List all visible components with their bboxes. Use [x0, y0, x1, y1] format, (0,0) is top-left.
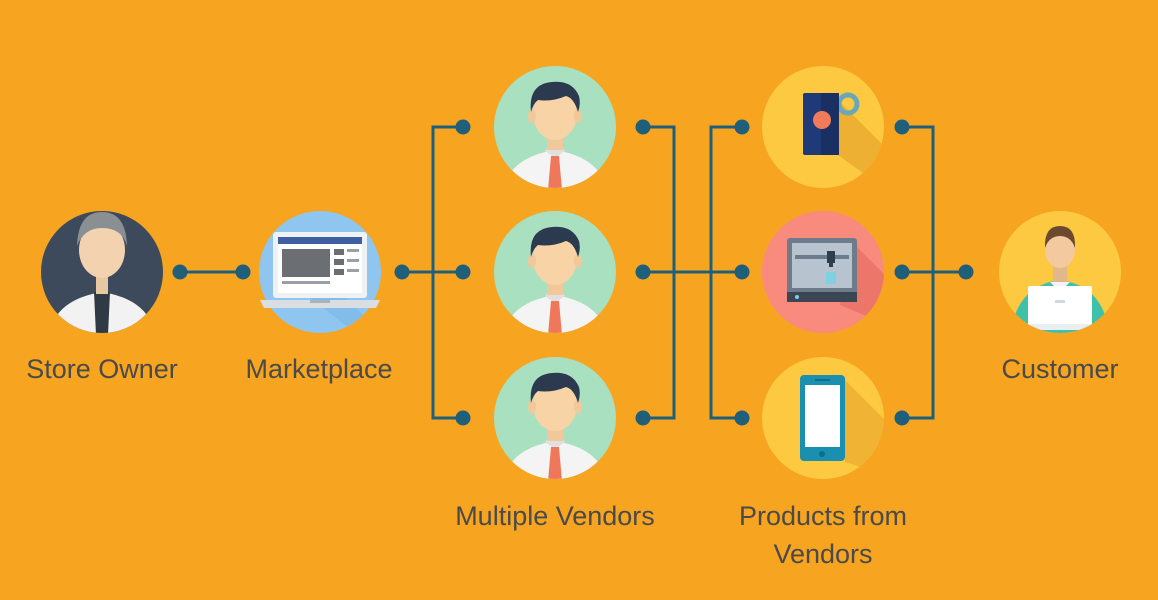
connector-dot — [455, 119, 471, 135]
label-store-owner: Store Owner — [26, 354, 178, 384]
connector-dot — [894, 119, 910, 135]
vendor-avatar-icon — [494, 66, 616, 188]
connector-product-bracket-left — [709, 125, 742, 420]
connector-dot — [455, 410, 471, 426]
connector-dots — [172, 119, 974, 426]
connector-dot — [394, 264, 410, 280]
connector-dot — [958, 264, 974, 280]
smartphone-icon — [762, 357, 884, 479]
connector-dot — [172, 264, 188, 280]
store-owner-avatar-icon — [41, 211, 163, 333]
label-customer: Customer — [1001, 354, 1119, 384]
connector-dot — [235, 264, 251, 280]
connector-dot — [635, 264, 651, 280]
mug-icon — [762, 66, 884, 188]
label-marketplace: Marketplace — [245, 354, 393, 384]
connector-dot — [635, 410, 651, 426]
label-products-line-1: Products from — [738, 501, 908, 531]
3d-printer-icon — [762, 211, 884, 333]
connector-dot — [455, 264, 471, 280]
connectors — [180, 125, 966, 420]
customer-laptop-icon — [999, 211, 1121, 333]
label-multiple-vendors: Multiple Vendors — [455, 501, 655, 531]
connector-dot — [894, 410, 910, 426]
label-products-line-2: Vendors — [773, 539, 873, 569]
connector-dot — [734, 264, 750, 280]
laptop-marketplace-icon — [259, 211, 381, 333]
vendor-avatar-icon — [494, 211, 616, 333]
vendor-avatar-icon — [494, 357, 616, 479]
connector-dot — [734, 119, 750, 135]
connector-dot — [894, 264, 910, 280]
connector-dot — [734, 410, 750, 426]
connector-dot — [635, 119, 651, 135]
